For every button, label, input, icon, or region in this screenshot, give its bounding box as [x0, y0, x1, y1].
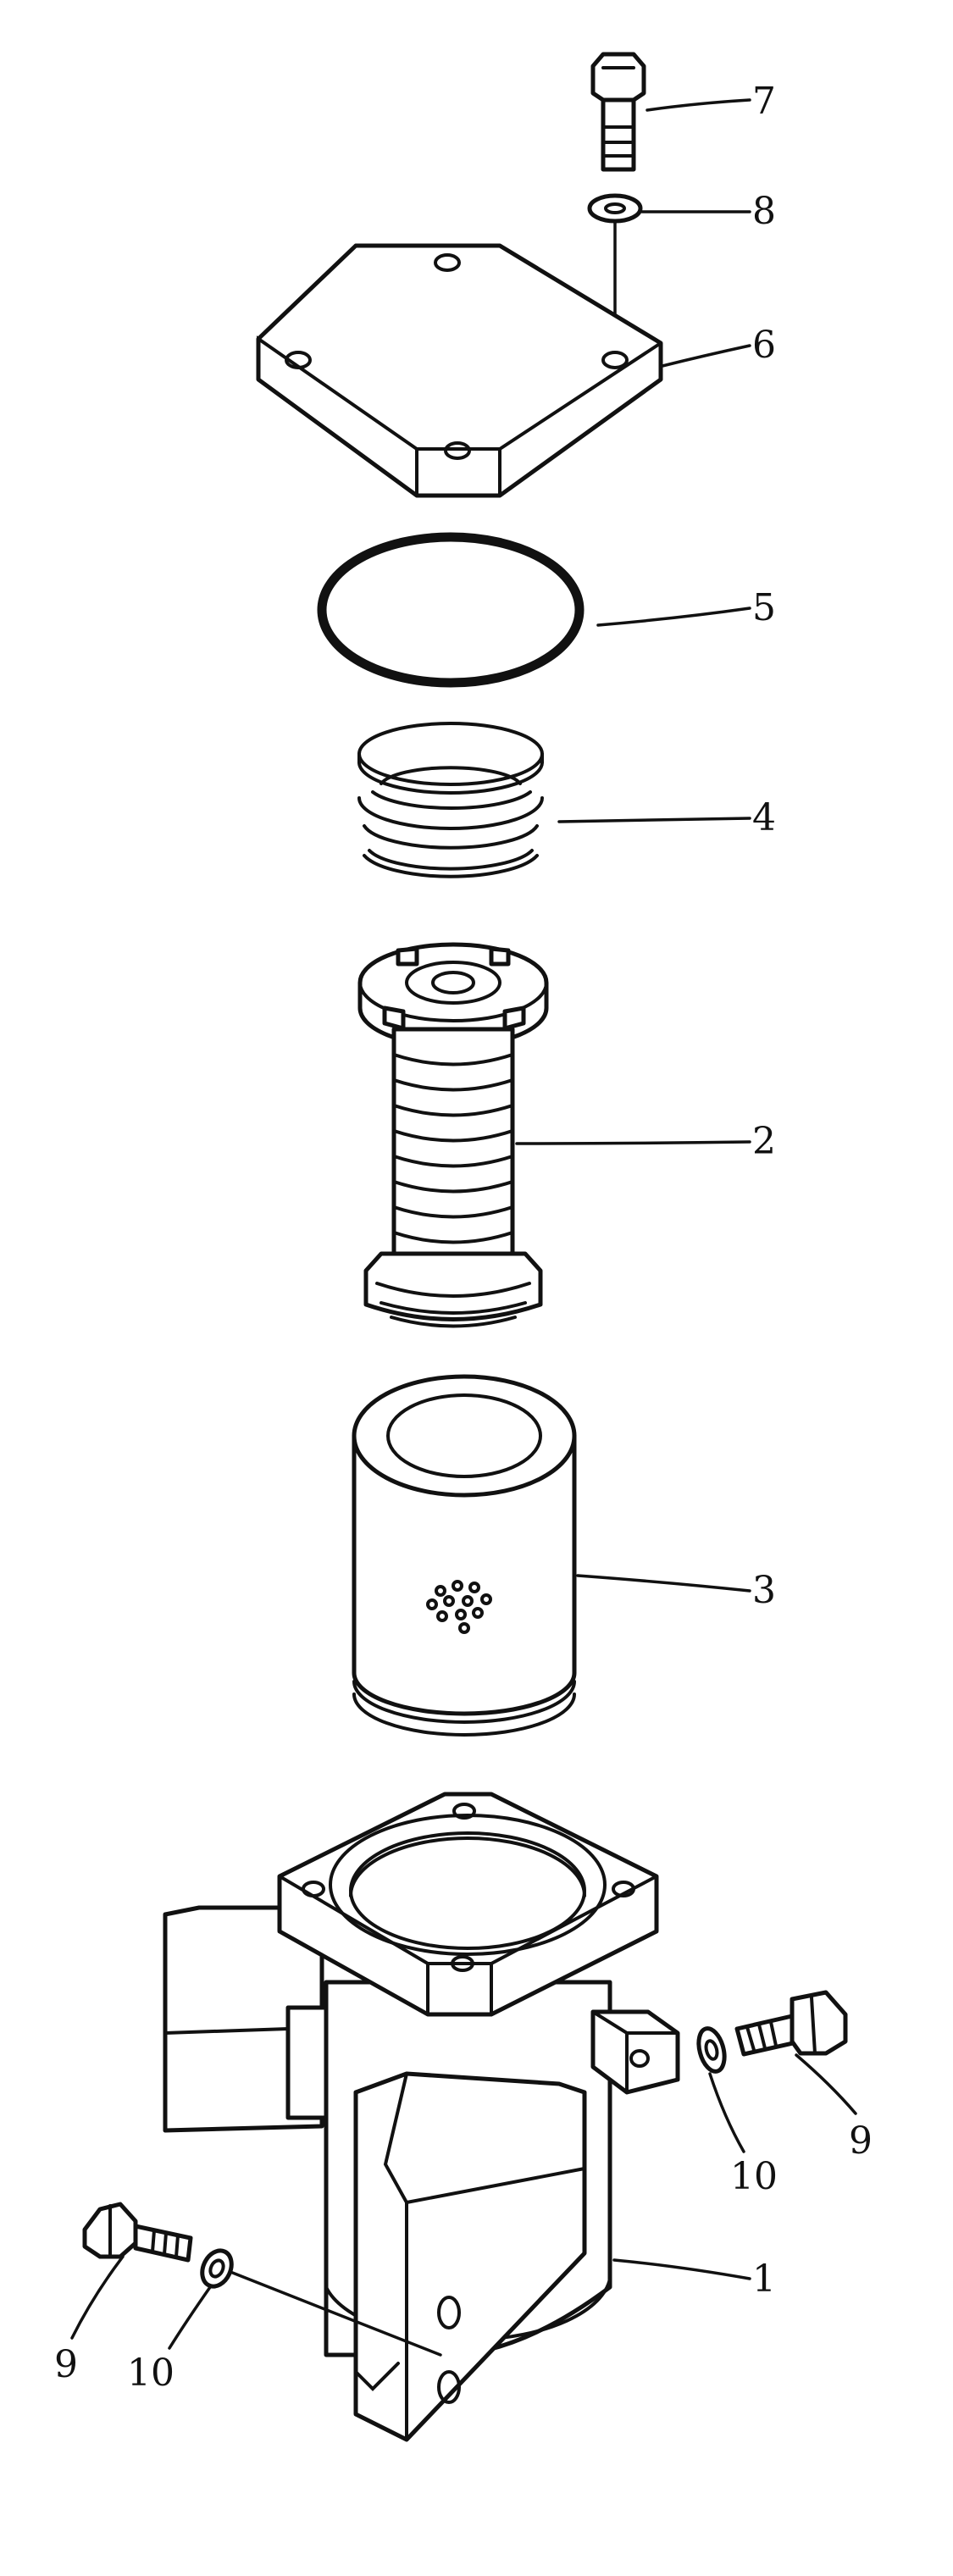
- part-7-bolt: [590, 52, 646, 172]
- part-9-bolt-left: [82, 2202, 193, 2263]
- callout-7: 7: [752, 80, 776, 123]
- part-8-washer: [587, 193, 643, 339]
- callout-5: 5: [752, 586, 776, 629]
- callout-9-right: 9: [849, 2119, 873, 2163]
- part-10-washer-left: [200, 2248, 442, 2357]
- callout-3: 3: [752, 1569, 776, 1612]
- part-1-filter-case: [163, 1792, 680, 2442]
- callout-1: 1: [752, 2257, 776, 2301]
- callout-numbers: 7 8 6 5 4 2 3 9 10 1 9 10: [54, 80, 873, 2395]
- part-2-element: [357, 942, 549, 1328]
- callout-10-left: 10: [127, 2352, 175, 2395]
- callout-2: 2: [752, 1120, 776, 1163]
- callout-6: 6: [752, 324, 776, 367]
- part-9-bolt-right: [734, 1990, 848, 2057]
- part-10-washer-right: [696, 2026, 727, 2074]
- part-6-cover-plate: [256, 243, 663, 498]
- leader-lines: [70, 98, 857, 2350]
- perforation-holes: [426, 1580, 492, 1634]
- callout-9-left: 9: [54, 2343, 78, 2386]
- part-3-filter-cartridge: [352, 1374, 577, 1737]
- callout-4: 4: [752, 796, 776, 839]
- callout-10-right: 10: [730, 2155, 778, 2198]
- part-5-o-ring: [317, 532, 585, 688]
- callout-8: 8: [752, 190, 776, 233]
- part-4-spring: [357, 722, 544, 878]
